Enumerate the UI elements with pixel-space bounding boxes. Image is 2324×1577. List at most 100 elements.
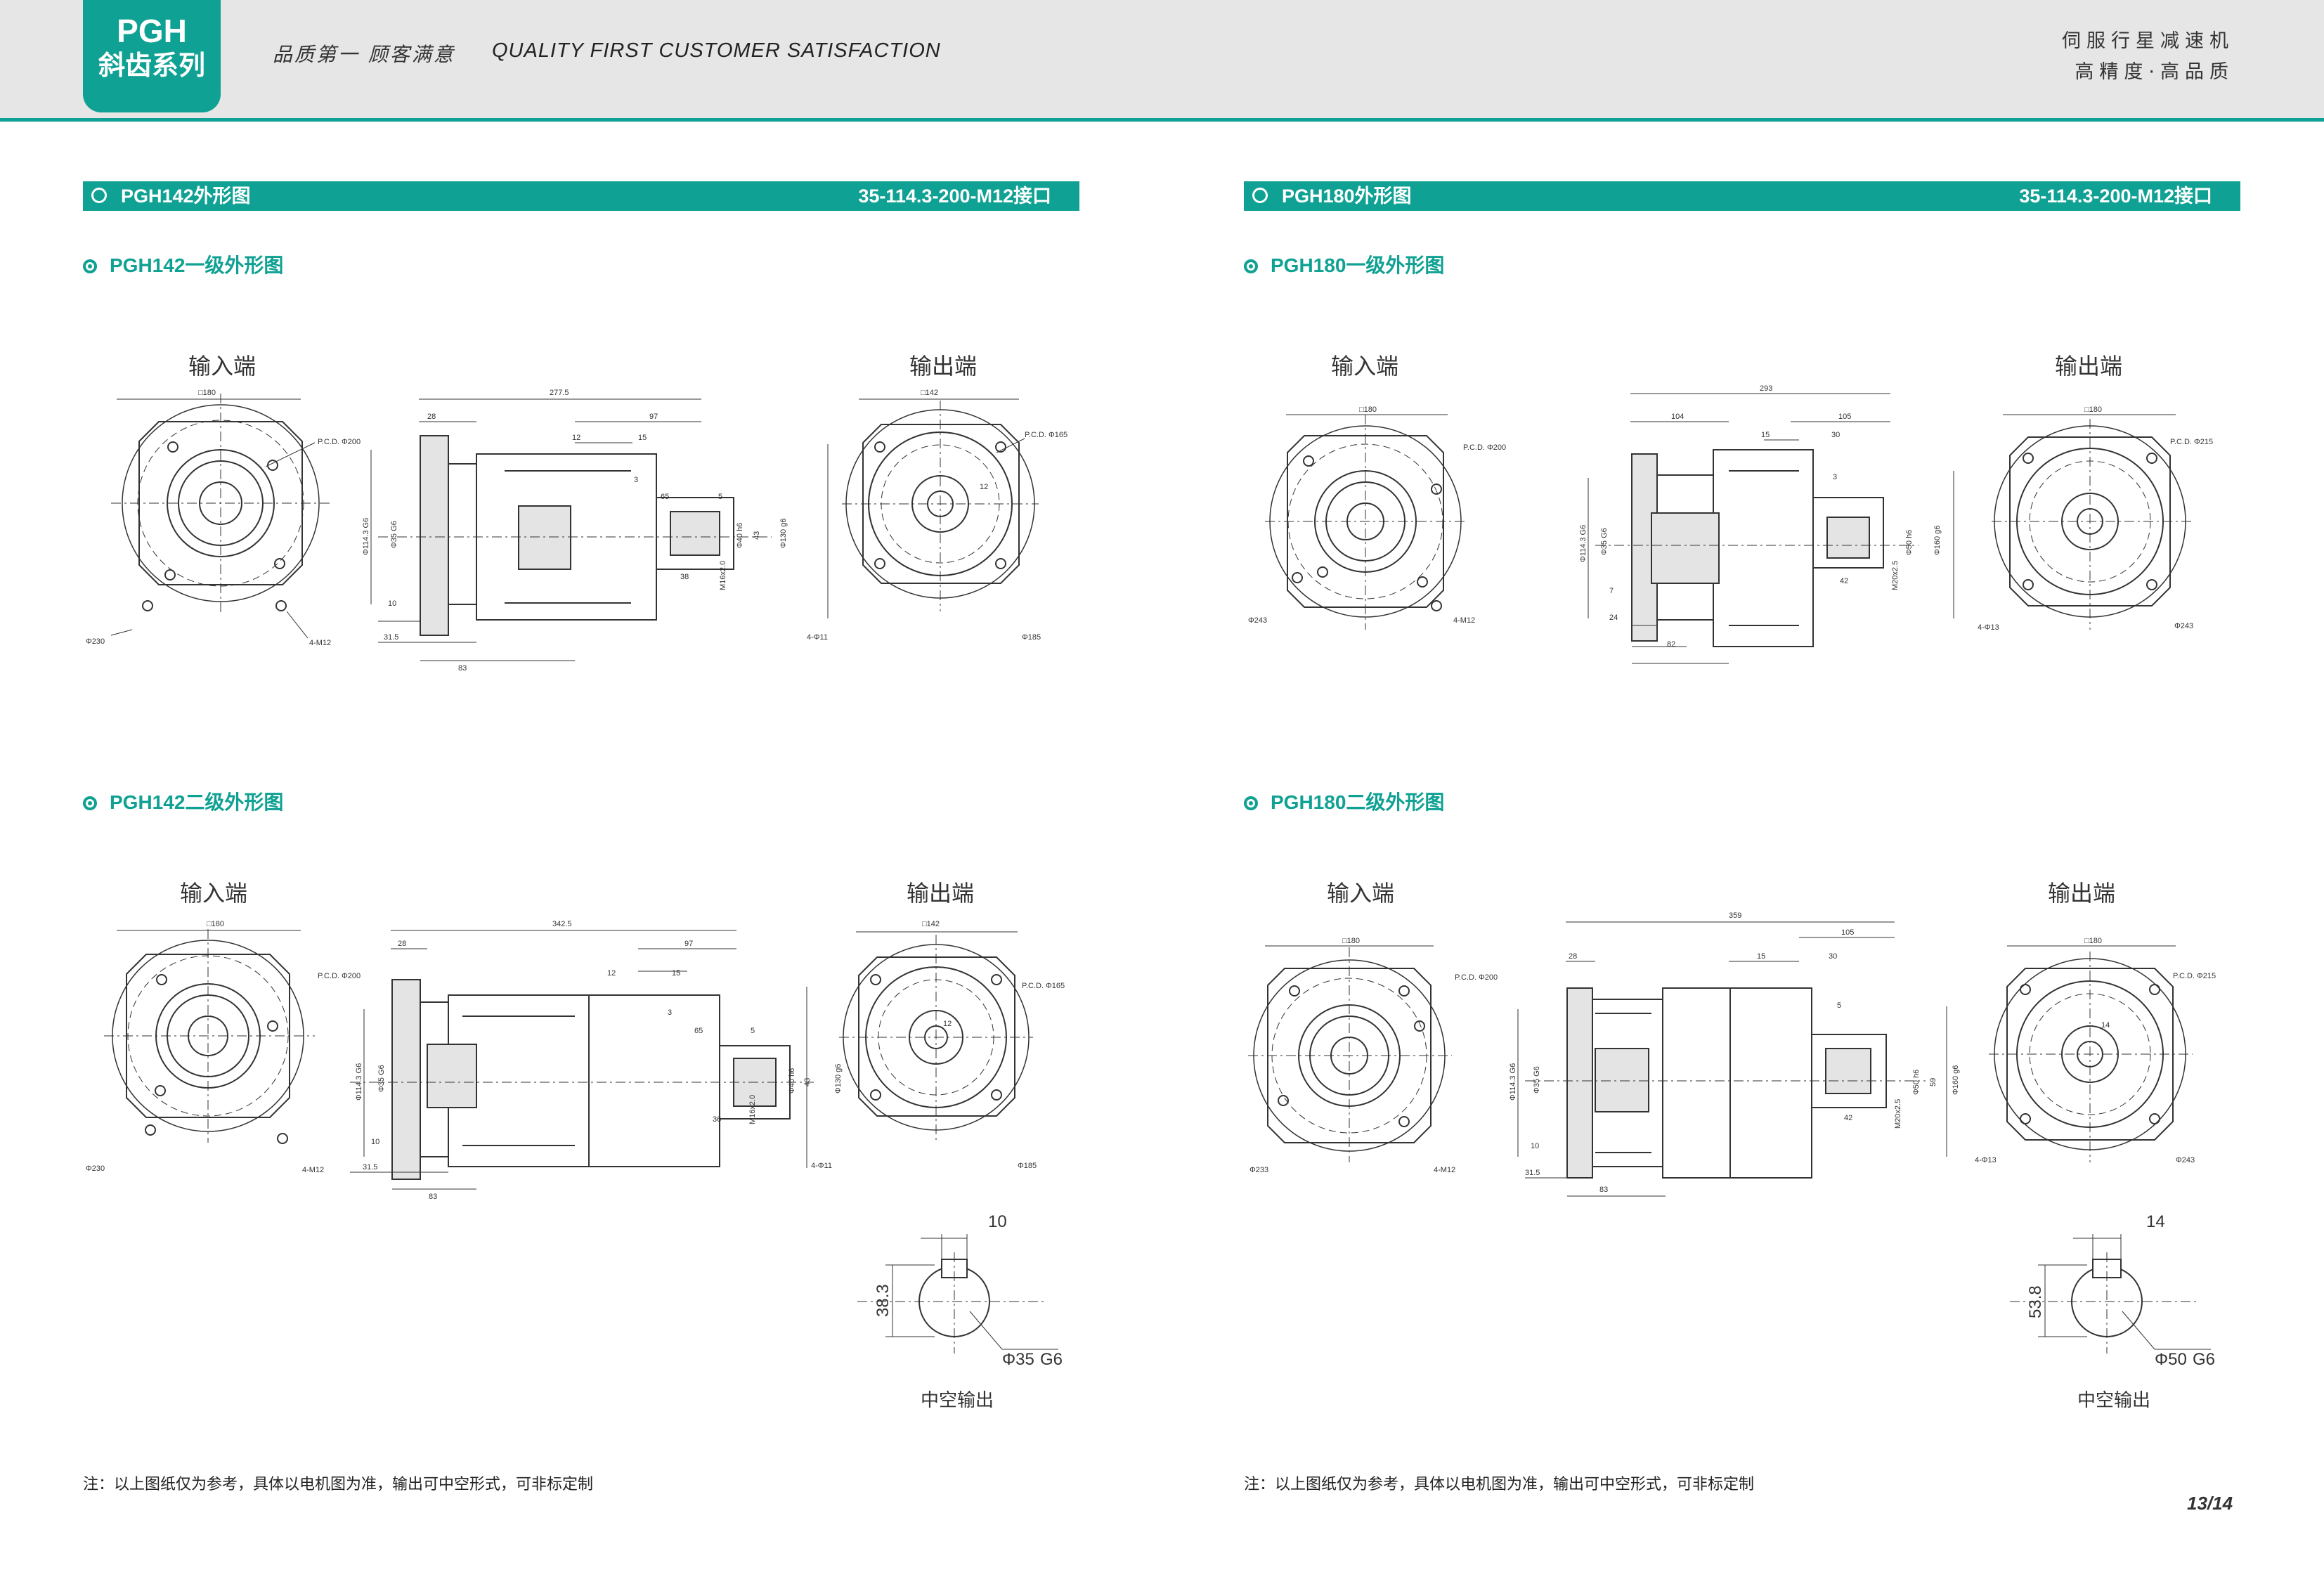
brand-line2: 斜齿系列 bbox=[98, 50, 205, 81]
section-bar-pgh180: PGH180外形图 35-114.3-200-M12接口 bbox=[1244, 181, 2240, 211]
output-end-label: 输出端 bbox=[2048, 880, 2116, 907]
dim-in-square: □180 bbox=[207, 920, 224, 928]
dim-total-length: 342.5 bbox=[552, 920, 572, 928]
dim-15: 15 bbox=[1757, 952, 1765, 961]
hollow-bore: Φ50 bbox=[2155, 1350, 2187, 1369]
pgh142-stage2-drawing: □180 P.C.D. Φ200 Φ230 4-M12 342.5 97 28 … bbox=[86, 920, 1065, 1201]
bullet-icon bbox=[1244, 259, 1258, 273]
dim-82: 82 bbox=[1667, 640, 1675, 649]
dim-out-length: 97 bbox=[649, 413, 658, 421]
dim-out-12: 12 bbox=[980, 483, 988, 491]
brand-line1: PGH bbox=[117, 13, 187, 49]
hollow-output-label: 中空输出 bbox=[921, 1390, 994, 1411]
dim-shaft-43: 43 bbox=[753, 531, 761, 540]
dim-31-5: 31.5 bbox=[1525, 1169, 1540, 1177]
dim-10: 10 bbox=[371, 1138, 379, 1146]
bullet-icon bbox=[83, 796, 97, 810]
dim-24: 24 bbox=[1609, 614, 1618, 622]
pgh180-stage1-drawing: □180 P.C.D. Φ200 Φ243 4-M12 293 105 104 … bbox=[1248, 384, 2213, 664]
tagline-quality: 高精度·高品质 bbox=[2075, 61, 2234, 83]
dim-out-length: 105 bbox=[1838, 413, 1851, 421]
dim-out-dia: Φ185 bbox=[1018, 1162, 1037, 1170]
subtitle-pgh142-stage1: PGH142一级外形图 bbox=[83, 250, 283, 278]
subtitle-pgh142-stage2: PGH142二级外形图 bbox=[83, 787, 283, 815]
section-spec: 35-114.3-200-M12接口 bbox=[2019, 186, 2212, 207]
tagline-product: 伺服行星减速机 bbox=[2062, 30, 2234, 52]
dim-in-holes: 4-M12 bbox=[1434, 1166, 1455, 1174]
dim-thread: M20x2.5 bbox=[1891, 561, 1900, 590]
dim-shaft-114: Φ114.3 G6 bbox=[1509, 1063, 1517, 1101]
dim-out-dia: Φ243 bbox=[2176, 1156, 2195, 1164]
section-title: PGH180外形图 bbox=[1282, 186, 1412, 207]
pgh142-hollow-output-detail: 10 38.3 Φ35 G6 bbox=[857, 1212, 1063, 1369]
dim-42: 42 bbox=[1844, 1114, 1852, 1122]
dim-out-square: □142 bbox=[922, 920, 940, 928]
subtitle-text: PGH180一级外形图 bbox=[1271, 254, 1445, 276]
dim-thread: M16x2.0 bbox=[748, 1095, 757, 1124]
dim-shaft-114: Φ114.3 G6 bbox=[362, 518, 370, 555]
hollow-key-width: 10 bbox=[988, 1212, 1007, 1231]
dim-104: 104 bbox=[1671, 413, 1684, 421]
input-flange-view bbox=[110, 394, 330, 639]
dim-in-pcd: P.C.D. Φ200 bbox=[1455, 973, 1498, 982]
dim-shaft-35: Φ35 G6 bbox=[377, 1065, 386, 1092]
dim-5: 5 bbox=[1837, 1001, 1841, 1010]
output-end-label: 输出端 bbox=[909, 353, 978, 379]
dim-in-square: □180 bbox=[1342, 937, 1360, 945]
input-flange-view bbox=[1248, 945, 1452, 1162]
dim-30: 30 bbox=[1831, 431, 1840, 439]
subtitle-pgh180-stage1: PGH180一级外形图 bbox=[1244, 250, 1444, 278]
dim-thread: M20x2.5 bbox=[1894, 1099, 1902, 1129]
bullet-icon bbox=[83, 259, 97, 273]
dim-36: 36 bbox=[713, 1115, 721, 1124]
dim-shaft-160: Φ160 g6 bbox=[1952, 1065, 1960, 1095]
hollow-key-width: 14 bbox=[2146, 1212, 2165, 1231]
section-bar-pgh142: PGH142外形图 35-114.3-200-M12接口 bbox=[83, 181, 1079, 211]
dim-65: 65 bbox=[694, 1027, 703, 1035]
dim-out-holes: 4-Φ13 bbox=[1978, 623, 1999, 632]
dim-out-pcd: P.C.D. Φ165 bbox=[1025, 431, 1067, 439]
hollow-depth: 53.8 bbox=[2026, 1285, 2045, 1318]
section-spec: 35-114.3-200-M12接口 bbox=[858, 186, 1051, 207]
dim-total-length: 293 bbox=[1760, 384, 1772, 393]
pgh180-stage2-drawing: □180 P.C.D. Φ200 Φ233 4-M12 359 105 28 1… bbox=[1248, 911, 2216, 1197]
dim-out-length: 97 bbox=[684, 940, 693, 948]
dim-83: 83 bbox=[429, 1193, 437, 1201]
dim-12: 12 bbox=[607, 969, 616, 978]
top-header-bar: PGH 斜齿系列 品质第一 顾客满意 QUALITY FIRST CUSTOME… bbox=[0, 0, 2324, 122]
dim-28: 28 bbox=[1569, 952, 1577, 961]
dim-out-pcd: P.C.D. Φ215 bbox=[2173, 972, 2216, 980]
hollow-depth: 38.3 bbox=[874, 1284, 892, 1317]
dim-shaft-130: Φ130 g6 bbox=[834, 1064, 843, 1093]
dim-shaft-130: Φ130 g6 bbox=[779, 519, 788, 548]
subtitle-pgh180-stage2: PGH180二级外形图 bbox=[1244, 787, 1444, 815]
dim-in-dia: Φ233 bbox=[1249, 1166, 1268, 1174]
dim-out-square: □180 bbox=[2084, 405, 2102, 414]
dim-10: 10 bbox=[1531, 1142, 1539, 1150]
output-flange-view bbox=[842, 398, 1039, 611]
subtitle-text: PGH180二级外形图 bbox=[1271, 791, 1445, 813]
series-badge: PGH 斜齿系列 bbox=[83, 0, 221, 112]
dim-shaft-35: Φ35 G6 bbox=[1600, 528, 1609, 555]
dim-31-5: 31.5 bbox=[363, 1163, 377, 1172]
dim-65: 65 bbox=[661, 493, 669, 501]
dim-out-holes: 4-Φ13 bbox=[1975, 1156, 1997, 1164]
pgh180-hollow-output-detail: 14 53.8 Φ50 G6 bbox=[2010, 1212, 2215, 1369]
dim-30: 30 bbox=[1829, 952, 1837, 961]
page-number: 13/14 bbox=[2187, 1493, 2233, 1514]
hollow-fit: G6 bbox=[1040, 1350, 1063, 1369]
dim-12: 12 bbox=[572, 434, 580, 442]
dim-out-dia: Φ243 bbox=[2174, 622, 2193, 630]
slogan-cn: 品质第一 顾客满意 bbox=[273, 43, 455, 66]
output-end-label: 输出端 bbox=[907, 880, 975, 907]
dim-3: 3 bbox=[668, 1008, 672, 1017]
dim-5: 5 bbox=[751, 1027, 755, 1035]
input-flange-view bbox=[1265, 414, 1466, 630]
dim-shaft-40: Φ40 h6 bbox=[788, 1068, 796, 1093]
slogan-en: QUALITY FIRST CUSTOMER SATISFACTION bbox=[492, 39, 941, 62]
dim-shaft-59: 59 bbox=[1929, 1078, 1937, 1086]
dim-in-holes: 4-M12 bbox=[1453, 616, 1475, 625]
output-end-label: 输出端 bbox=[2055, 353, 2123, 379]
dim-out-pcd: P.C.D. Φ215 bbox=[2170, 438, 2213, 446]
dim-15: 15 bbox=[638, 434, 647, 442]
